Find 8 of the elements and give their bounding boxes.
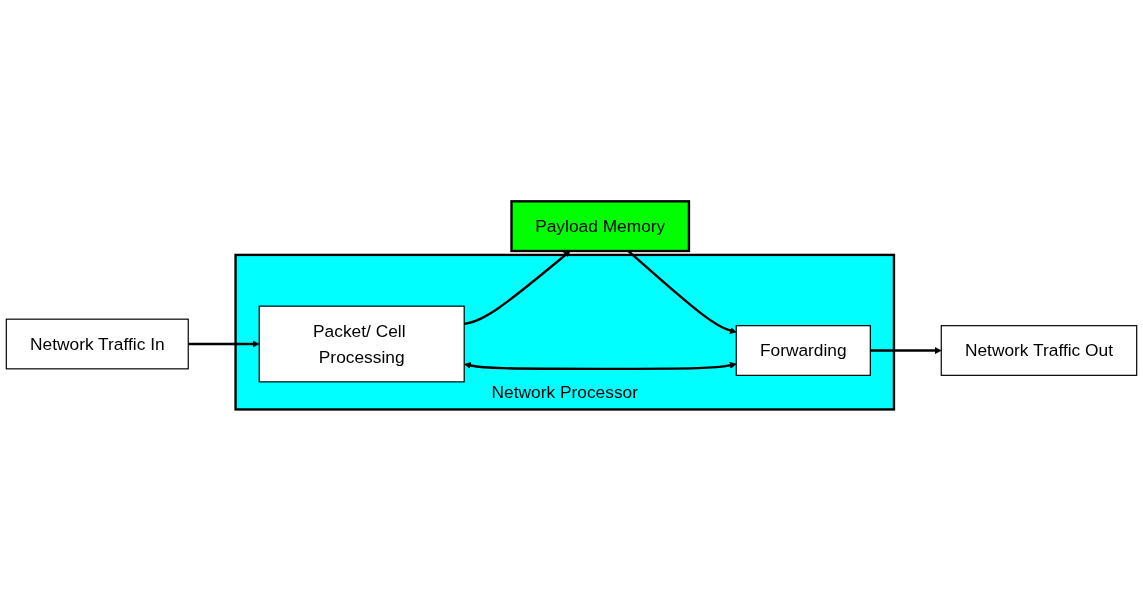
- arrow: [188, 340, 260, 348]
- node-box: Payload Memory: [510, 199, 691, 252]
- node-box: Network Traffic In: [5, 318, 189, 370]
- arrow: [870, 346, 942, 354]
- arrow: [464, 361, 737, 370]
- node-box: Packet/ Cell Processing: [258, 305, 465, 383]
- node-box: Forwarding: [735, 324, 871, 376]
- node-box: Network Traffic Out: [940, 324, 1138, 376]
